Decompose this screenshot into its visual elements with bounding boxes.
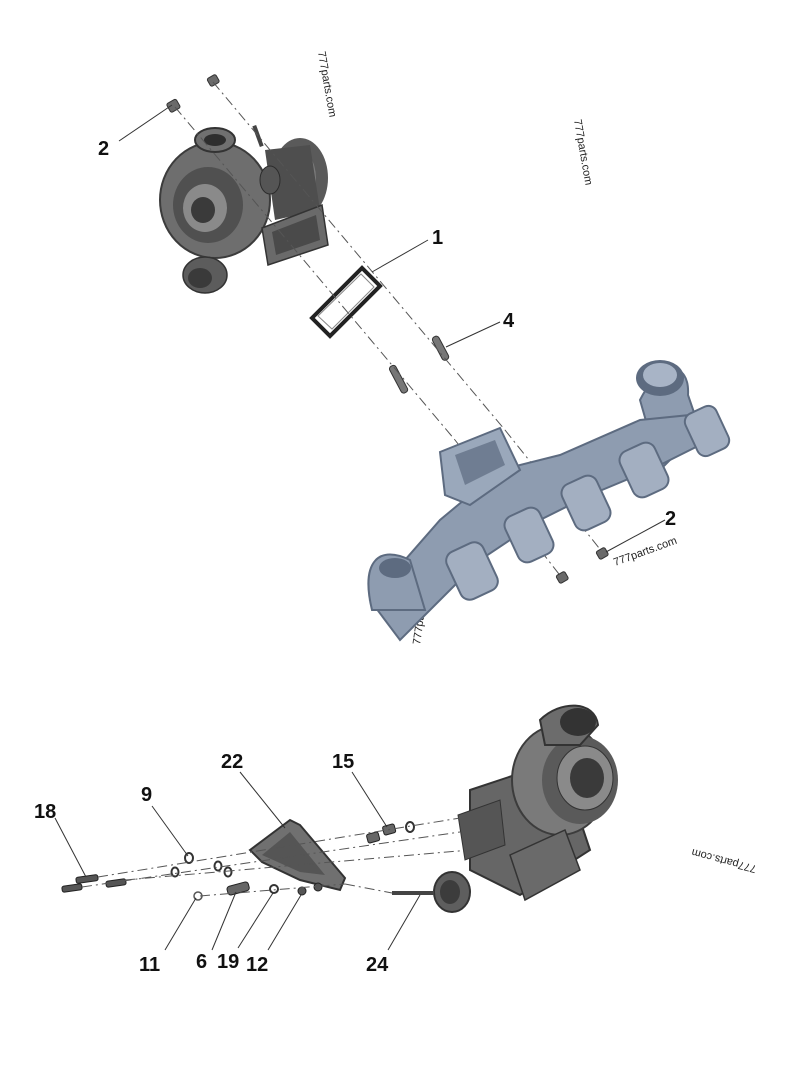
leader-11	[164, 897, 197, 951]
leader-12	[267, 894, 302, 951]
callout-18: 18	[34, 801, 56, 823]
leader-9	[151, 805, 189, 857]
callout-12: 12	[246, 954, 268, 976]
watermark-right-top: 777parts.com	[571, 118, 594, 186]
callout-11: 11	[139, 954, 160, 976]
washers-left	[170, 852, 233, 878]
leader-15	[351, 771, 388, 828]
callout-24: 24	[366, 954, 389, 976]
callout-19: 19	[217, 951, 239, 973]
exhaust-manifold	[367, 360, 731, 642]
turbocharger-bottom	[457, 704, 618, 902]
nut-manifold-a	[595, 547, 609, 560]
callout-22: 22	[221, 751, 243, 773]
leader-22	[239, 771, 286, 829]
callout-6: 6	[196, 951, 207, 973]
leader-19	[237, 892, 274, 949]
stud-a	[431, 335, 450, 361]
stud-b	[388, 364, 409, 394]
callout-15: 15	[332, 751, 354, 773]
turbocharger-top	[159, 124, 329, 294]
wastegate-actuator	[392, 871, 471, 913]
callout-2-top: 2	[98, 138, 109, 160]
leader-24	[387, 894, 421, 951]
nut-top-a	[206, 74, 220, 87]
leader-4	[445, 321, 501, 348]
callout-2-manifold: 2	[665, 508, 676, 530]
leader-6	[211, 891, 237, 951]
bracket	[248, 818, 347, 892]
watermark-manifold-right: 777parts.com	[612, 535, 679, 569]
nut-manifold-b	[555, 571, 569, 584]
bolts-left	[61, 874, 127, 893]
callout-1: 1	[432, 227, 443, 249]
nut-12	[297, 882, 323, 896]
watermark-top: 777parts.com	[315, 50, 338, 118]
leader-18	[54, 817, 87, 878]
watermark-bottom-right: 777parts.com	[690, 846, 757, 875]
callout-9: 9	[141, 784, 152, 806]
leader-2-manifold	[605, 519, 666, 553]
leader-1	[371, 239, 429, 273]
washer-19	[269, 884, 279, 894]
callout-4: 4	[503, 310, 515, 332]
sleeve	[226, 881, 250, 896]
leader-2-top	[118, 104, 173, 142]
gasket	[309, 265, 383, 339]
